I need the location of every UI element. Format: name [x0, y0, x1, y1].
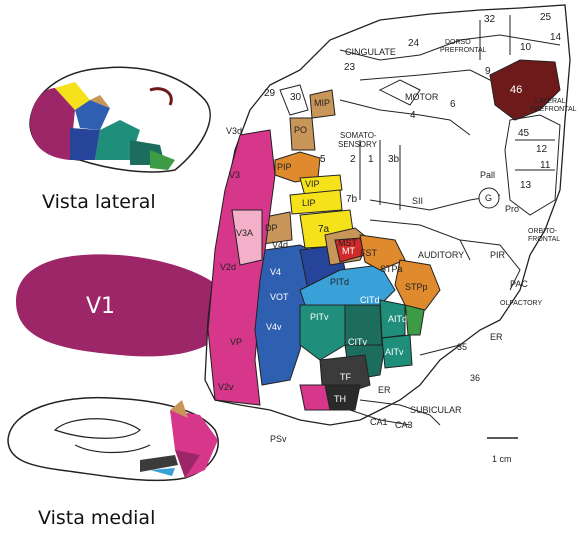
svg-text:G: G [485, 193, 492, 203]
svg-text:1 cm: 1 cm [492, 454, 512, 464]
svg-text:STPa: STPa [380, 264, 403, 274]
svg-text:STPp: STPp [405, 282, 428, 292]
svg-text:V4v: V4v [266, 322, 282, 332]
scale-bar: 1 cm [487, 438, 518, 464]
svg-text:PITd: PITd [330, 277, 349, 287]
svg-text:7b: 7b [346, 194, 358, 205]
lateral-brain-thumbnail [30, 67, 210, 172]
svg-text:V3: V3 [229, 170, 240, 180]
svg-text:PREFRONTAL: PREFRONTAL [440, 47, 487, 54]
svg-text:CITv: CITv [348, 337, 367, 347]
svg-text:PIR: PIR [490, 250, 506, 260]
svg-text:12: 12 [536, 144, 548, 155]
svg-text:CINGULATE: CINGULATE [345, 47, 396, 57]
svg-text:PO: PO [294, 125, 307, 135]
svg-text:7a: 7a [318, 224, 330, 235]
svg-text:PITv: PITv [310, 312, 329, 322]
flatmap [205, 5, 570, 425]
svg-text:LIP: LIP [302, 198, 316, 208]
svg-text:10: 10 [520, 42, 532, 53]
svg-text:VOT: VOT [270, 292, 289, 302]
svg-text:3b: 3b [388, 154, 400, 165]
svg-text:LATERAL: LATERAL [535, 98, 566, 105]
svg-text:SOMATO-: SOMATO- [340, 131, 377, 140]
svg-text:V2v: V2v [218, 382, 234, 392]
medial-brain-thumbnail [8, 398, 218, 481]
svg-text:V4d: V4d [272, 240, 288, 250]
svg-text:V4: V4 [270, 267, 281, 277]
svg-text:TH: TH [334, 394, 346, 404]
caption-medial: Vista medial [38, 507, 155, 529]
v1-label: V1 [86, 294, 115, 319]
svg-text:PAC: PAC [510, 279, 528, 289]
svg-text:MIP: MIP [314, 98, 330, 108]
svg-text:PSv: PSv [270, 434, 287, 444]
svg-text:9: 9 [485, 66, 491, 77]
svg-text:SENSORY: SENSORY [338, 140, 378, 149]
svg-text:4: 4 [410, 110, 416, 121]
v1-region: V1 [16, 254, 230, 356]
svg-text:25: 25 [540, 12, 552, 23]
svg-text:29: 29 [264, 88, 276, 99]
caption-lateral: Vista lateral [42, 191, 156, 213]
svg-text:VP: VP [230, 337, 242, 347]
svg-text:OLFACTORY: OLFACTORY [500, 300, 542, 307]
svg-text:DP: DP [265, 223, 278, 233]
svg-text:DORSO: DORSO [445, 39, 471, 46]
svg-text:1: 1 [368, 154, 374, 165]
svg-text:AUDITORY: AUDITORY [418, 250, 464, 260]
svg-text:23: 23 [344, 62, 356, 73]
svg-text:14: 14 [550, 32, 562, 43]
svg-text:AITd: AITd [388, 314, 407, 324]
svg-text:V2d: V2d [220, 262, 236, 272]
svg-text:SII: SII [412, 196, 423, 206]
svg-text:45: 45 [518, 128, 530, 139]
svg-text:Pro: Pro [505, 204, 519, 214]
svg-text:30: 30 [290, 92, 302, 103]
svg-text:FRONTAL: FRONTAL [528, 236, 560, 243]
svg-text:46: 46 [510, 84, 522, 96]
svg-text:35: 35 [457, 342, 467, 352]
svg-text:CA1: CA1 [370, 417, 388, 427]
svg-text:CA3: CA3 [395, 420, 413, 430]
svg-text:24: 24 [408, 38, 420, 49]
svg-text:VIP: VIP [305, 179, 320, 189]
svg-text:PREFRONTAL: PREFRONTAL [530, 106, 577, 113]
svg-text:5: 5 [320, 154, 326, 165]
svg-text:MST: MST [338, 238, 358, 248]
svg-text:ER: ER [490, 332, 503, 342]
svg-text:SUBICULAR: SUBICULAR [410, 405, 462, 415]
svg-text:32: 32 [484, 14, 496, 25]
svg-text:ER: ER [378, 385, 391, 395]
svg-text:36: 36 [470, 373, 480, 383]
svg-text:TF: TF [340, 372, 351, 382]
svg-text:AITv: AITv [385, 347, 404, 357]
svg-text:6: 6 [450, 99, 456, 110]
svg-text:11: 11 [540, 160, 551, 171]
svg-text:V3d: V3d [226, 126, 242, 136]
svg-text:CITd: CITd [360, 295, 380, 305]
svg-text:2: 2 [350, 154, 356, 165]
svg-text:MOTOR: MOTOR [405, 92, 439, 102]
svg-text:ORBITO-: ORBITO- [528, 228, 558, 235]
svg-text:Pall: Pall [480, 170, 495, 180]
svg-text:V3A: V3A [236, 228, 253, 238]
svg-text:FST: FST [360, 248, 378, 258]
svg-text:PIP: PIP [277, 162, 292, 172]
svg-text:13: 13 [520, 180, 532, 191]
